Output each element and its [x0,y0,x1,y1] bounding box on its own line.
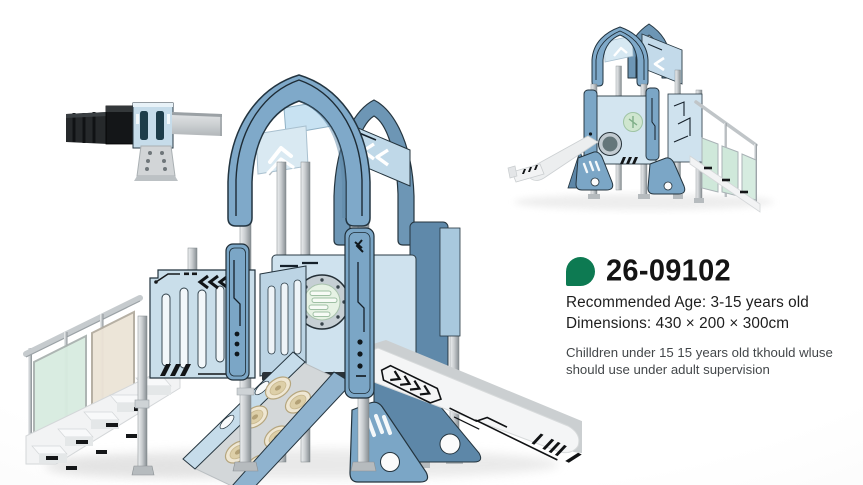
top-view-blue-deck [132,102,174,149]
body-panels [583,87,703,165]
product-specs: Recommended Age: 3-15 years old Dimensio… [566,294,863,333]
recommended-age: Recommended Age: 3-15 years old [566,294,809,311]
rear-light-panel [439,227,461,337]
stair-handrail [23,295,143,357]
leaf-icon [566,256,595,286]
product-code: 26-09102 [606,253,731,288]
dimensions: Dimensions: 430 × 200 × 300cm [566,315,790,332]
supervision-note-line1: Chilldren under 15 15 years old tkhould … [566,345,833,360]
fence-hazard-stripes [160,364,191,376]
top-view-dark-tunnel [66,105,135,145]
top-view-ladder [134,145,178,181]
support-feet [575,151,686,195]
left-pillar-panel [225,243,250,381]
fence-chevrons [197,274,229,290]
ground-shadow [514,194,774,210]
product-code-row: 26-09102 [566,254,863,288]
side-fence-panel [259,265,307,377]
stair-stringer [689,155,761,213]
supervision-note-line2: should use under adult supervision [566,361,770,377]
stairs [23,295,181,476]
main-view-illustration [23,74,582,485]
porthole-window [598,132,622,156]
supervision-note: Chilldren under 15 15 years old tkhould … [566,345,863,379]
right-pillar-panel [344,227,375,399]
front-arch [591,26,649,87]
porthole-decal [623,112,643,132]
top-view-image [52,90,227,185]
top-view-illustration [66,102,222,181]
slide-chevron-decor [380,364,442,404]
stair-glass-panel [741,153,757,201]
hazard-stripes [620,157,638,164]
slide [346,340,582,463]
main-product-image [22,70,582,485]
product-info: 26-09102 Recommended Age: 3-15 years old… [566,254,863,379]
slide-end-markings [531,433,582,463]
top-view-slide-beam [172,112,222,136]
stair-glass-panel [701,137,719,193]
front-arch [227,74,371,227]
angle-view-illustration [507,23,774,213]
stair-markings [46,407,146,470]
stairs [689,100,761,213]
angle-view-image [492,6,792,218]
